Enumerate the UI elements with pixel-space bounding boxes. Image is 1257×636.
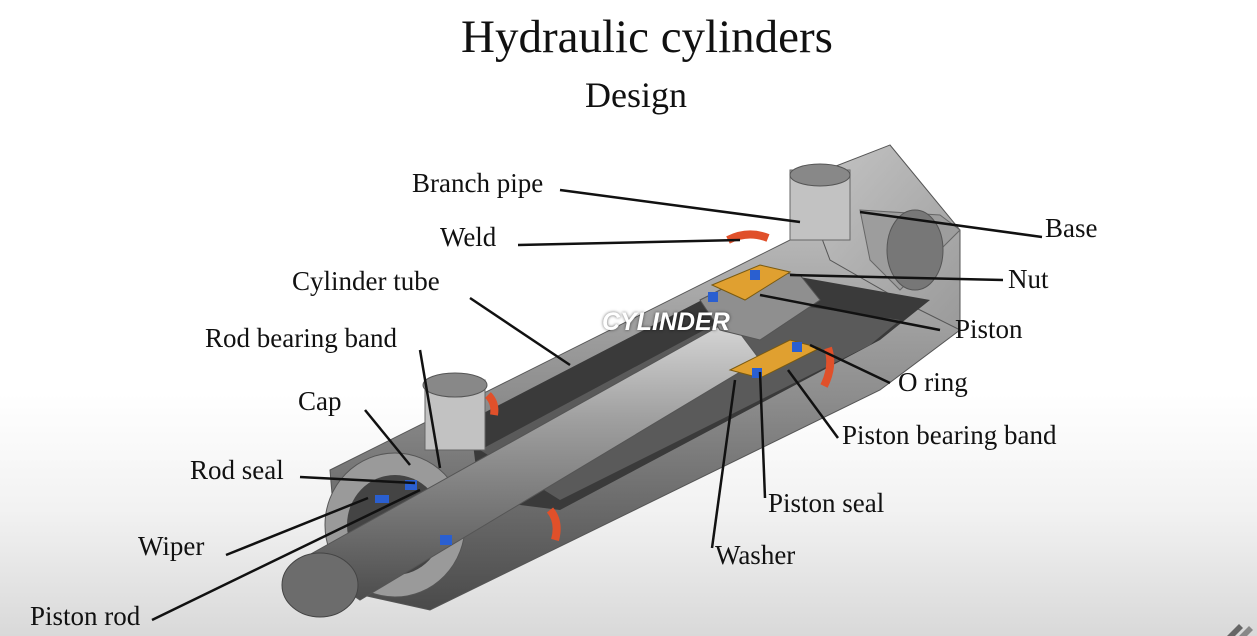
label-piston-rod: Piston rod [30,601,141,631]
label-piston: Piston [955,314,1023,344]
page-subtitle: Design [585,75,687,115]
label-piston-bearing-band: Piston bearing band [842,420,1057,450]
label-wiper: Wiper [138,531,205,561]
label-piston-seal: Piston seal [768,488,885,518]
label-nut: Nut [1008,264,1049,294]
leader-lines [151,188,1043,622]
label-rod-seal: Rod seal [190,455,284,485]
label-washer: Washer [715,540,796,570]
label-cap: Cap [298,386,342,416]
label-base: Base [1045,213,1098,243]
page-title: Hydraulic cylinders [461,11,833,63]
video-caption-overlay: CYLINDER [602,308,730,336]
piston-rod-shape [281,319,761,618]
label-rod-bearing-band: Rod bearing band [205,323,397,353]
weld-marks [485,230,835,542]
seal-marks [375,270,802,545]
label-weld: Weld [440,222,497,252]
label-branch-pipe: Branch pipe [412,168,544,198]
corner-watermark-icon [1227,624,1253,636]
label-o-ring: O ring [898,367,968,397]
label-cylinder-tube: Cylinder tube [292,266,440,296]
